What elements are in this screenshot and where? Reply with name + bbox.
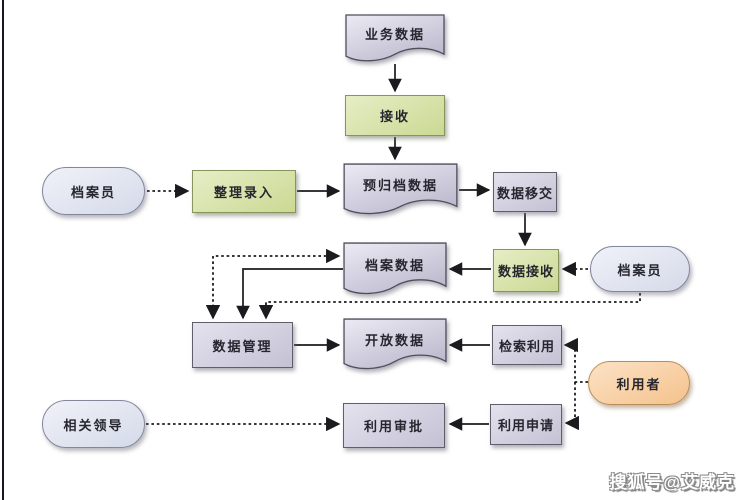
- edge-datamanage-archivedata: [205, 248, 341, 320]
- node-data-receive: 数据接收: [493, 249, 559, 292]
- node-label: 相关领导: [63, 417, 124, 433]
- node-receive: 接收: [345, 95, 445, 136]
- node-prearchive-data: 预归档数据: [343, 163, 458, 216]
- node-label: 利用者: [616, 376, 662, 392]
- edge-user-useapply: [564, 382, 579, 431]
- node-data-transfer: 数据移交: [493, 172, 557, 212]
- node-label: 档案员: [70, 184, 116, 200]
- document-shape: [343, 318, 447, 371]
- node-label: 预归档数据: [362, 178, 438, 193]
- node-label: 开放数据: [364, 333, 425, 348]
- node-related-leader: 相关领导: [42, 400, 145, 448]
- left-border-line: [2, 0, 4, 500]
- node-label: 数据移交: [496, 185, 553, 201]
- node-label: 档案数据: [364, 257, 425, 273]
- document-shape: [343, 163, 458, 216]
- watermark-text: 搜狐号@艾威克: [609, 473, 735, 492]
- edge-user-retrieval: [563, 337, 588, 383]
- node-use-approval: 利用审批: [343, 403, 445, 448]
- node-label: 利用申请: [497, 418, 554, 433]
- node-archive-data: 档案数据: [343, 242, 447, 296]
- node-data-manage: 数据管理: [192, 322, 293, 368]
- node-label: 整理录入: [213, 185, 274, 200]
- document-shape: [345, 14, 445, 63]
- edge-archivistR-datamanage: [258, 293, 641, 320]
- edge-archivedata-datamanage: [236, 268, 343, 320]
- node-archivist-left: 档案员: [42, 167, 145, 215]
- node-label: 数据接收: [497, 264, 554, 279]
- document-shape: [343, 242, 447, 296]
- node-archivist-right: 档案员: [590, 246, 690, 292]
- node-label: 数据管理: [212, 338, 273, 354]
- node-retrieval-use: 检索利用: [492, 325, 562, 365]
- node-label: 业务数据: [364, 27, 425, 42]
- node-user: 利用者: [588, 361, 690, 405]
- node-label: 档案员: [617, 262, 663, 278]
- node-label: 利用审批: [363, 419, 424, 434]
- node-label: 检索利用: [498, 338, 555, 354]
- node-use-apply: 利用申请: [490, 404, 562, 445]
- node-organize-entry: 整理录入: [192, 170, 296, 213]
- node-business-data: 业务数据: [345, 14, 445, 63]
- node-open-data: 开放数据: [343, 318, 447, 371]
- node-label: 接收: [379, 109, 410, 124]
